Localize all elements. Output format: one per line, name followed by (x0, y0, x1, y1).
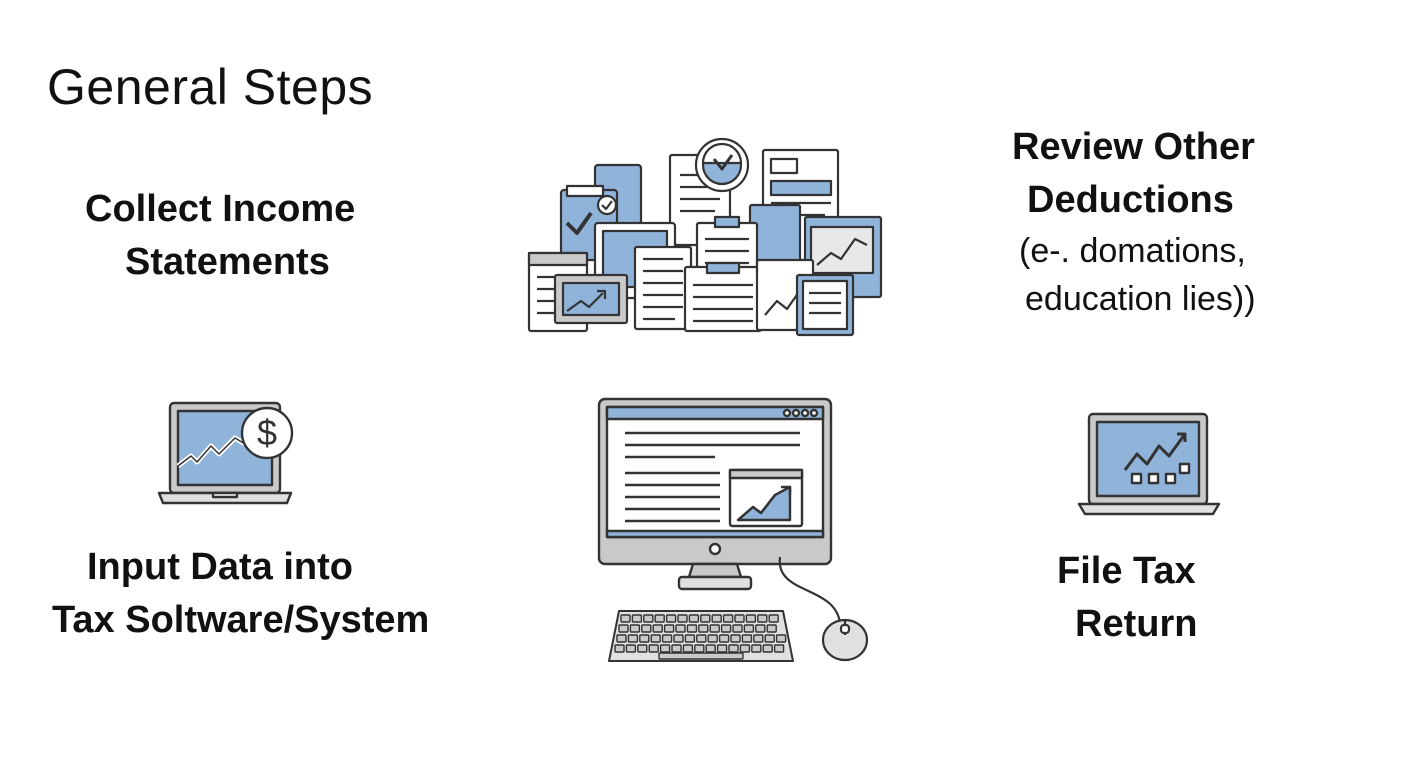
keyboard-key (682, 644, 694, 653)
keyboard-key (696, 634, 707, 643)
keyboard-key (671, 644, 682, 653)
step-collect-income: Collect Income Statements (85, 183, 355, 289)
keyboard-key (732, 624, 743, 633)
mouse-icon (775, 555, 875, 665)
keyboard-key (711, 614, 722, 623)
keyboard-key (753, 634, 764, 643)
page-title: General Steps (47, 59, 374, 115)
keyboard-key (720, 624, 732, 633)
keyboard-key (762, 644, 773, 653)
keyboard-key (764, 634, 775, 643)
keyboard-key (627, 634, 639, 643)
keyboard-key (620, 614, 631, 623)
keyboard-key (775, 634, 787, 643)
keyboard-key (716, 644, 728, 653)
keyboard-key (639, 634, 650, 643)
keyboard-key (707, 634, 718, 643)
keyboard-key (766, 624, 777, 633)
laptop-chart-icon (1075, 410, 1223, 522)
step-review-line-1: Review Other (1012, 126, 1255, 168)
step-file-line-1: File Tax (1057, 550, 1196, 592)
step-file-line-2: Return (1075, 603, 1198, 645)
document-stack-icon (525, 135, 890, 340)
keyboard-key (768, 614, 779, 623)
keyboard-key (757, 614, 768, 623)
keyboard-key (773, 644, 785, 653)
keyboard-spacebar (658, 652, 744, 660)
keyboard-key (745, 614, 757, 623)
laptop-dollar-icon: $ (155, 398, 295, 513)
keyboard-key (631, 614, 643, 623)
keyboard-key (673, 634, 684, 643)
step-review-deductions: Review Other Deductions (e-. domations, … (1012, 121, 1256, 323)
keyboard-key (614, 644, 625, 653)
keyboard-key (652, 624, 663, 633)
keyboard-key (663, 624, 675, 633)
keyboard-key (751, 644, 762, 653)
keyboard-key (728, 644, 739, 653)
keyboard-key (650, 634, 661, 643)
keyboard-key (730, 634, 741, 643)
desktop-computer-icon (595, 395, 835, 595)
keyboard-key (694, 644, 705, 653)
keyboard-key (709, 624, 720, 633)
keyboard-key (675, 624, 686, 633)
keyboard-key (616, 634, 627, 643)
keyboard-key (629, 624, 641, 633)
keyboard-key (700, 614, 711, 623)
keyboard-key (755, 624, 766, 633)
keyboard-key (688, 614, 700, 623)
step-input-data: Input Data into Tax Soltware/System (52, 541, 429, 647)
keyboard-key (661, 634, 673, 643)
keyboard-key (698, 624, 709, 633)
keyboard-key (741, 634, 753, 643)
keyboard-key (684, 634, 696, 643)
step-file-return: File Tax Return (1057, 545, 1197, 651)
keyboard-key (641, 624, 652, 633)
keyboard-key (743, 624, 755, 633)
step-review-note-1: (e-. domations, (1019, 232, 1246, 270)
keyboard-key (705, 644, 716, 653)
step-input-line-2: Tax Soltware/System (52, 599, 430, 641)
keyboard-key (718, 634, 730, 643)
keyboard-key (734, 614, 745, 623)
keyboard-key (722, 614, 734, 623)
step-collect-line-2: Statements (125, 241, 330, 283)
keyboard-key (637, 644, 648, 653)
keyboard-key (686, 624, 698, 633)
keyboard-key (665, 614, 677, 623)
svg-text:$: $ (257, 412, 277, 453)
keyboard-key (659, 644, 671, 653)
keyboard-key (648, 644, 659, 653)
step-review-line-2: Deductions (1027, 179, 1234, 221)
keyboard-icon (605, 607, 797, 667)
step-review-note-2: education lies)) (1025, 280, 1256, 318)
keyboard-key (739, 644, 751, 653)
keyboard-key (654, 614, 665, 623)
keyboard-key (625, 644, 637, 653)
keyboard-key (643, 614, 654, 623)
step-collect-line-1: Collect Income (85, 188, 356, 230)
keyboard-key (677, 614, 688, 623)
keyboard-key (618, 624, 629, 633)
step-input-line-1: Input Data into (87, 546, 353, 588)
